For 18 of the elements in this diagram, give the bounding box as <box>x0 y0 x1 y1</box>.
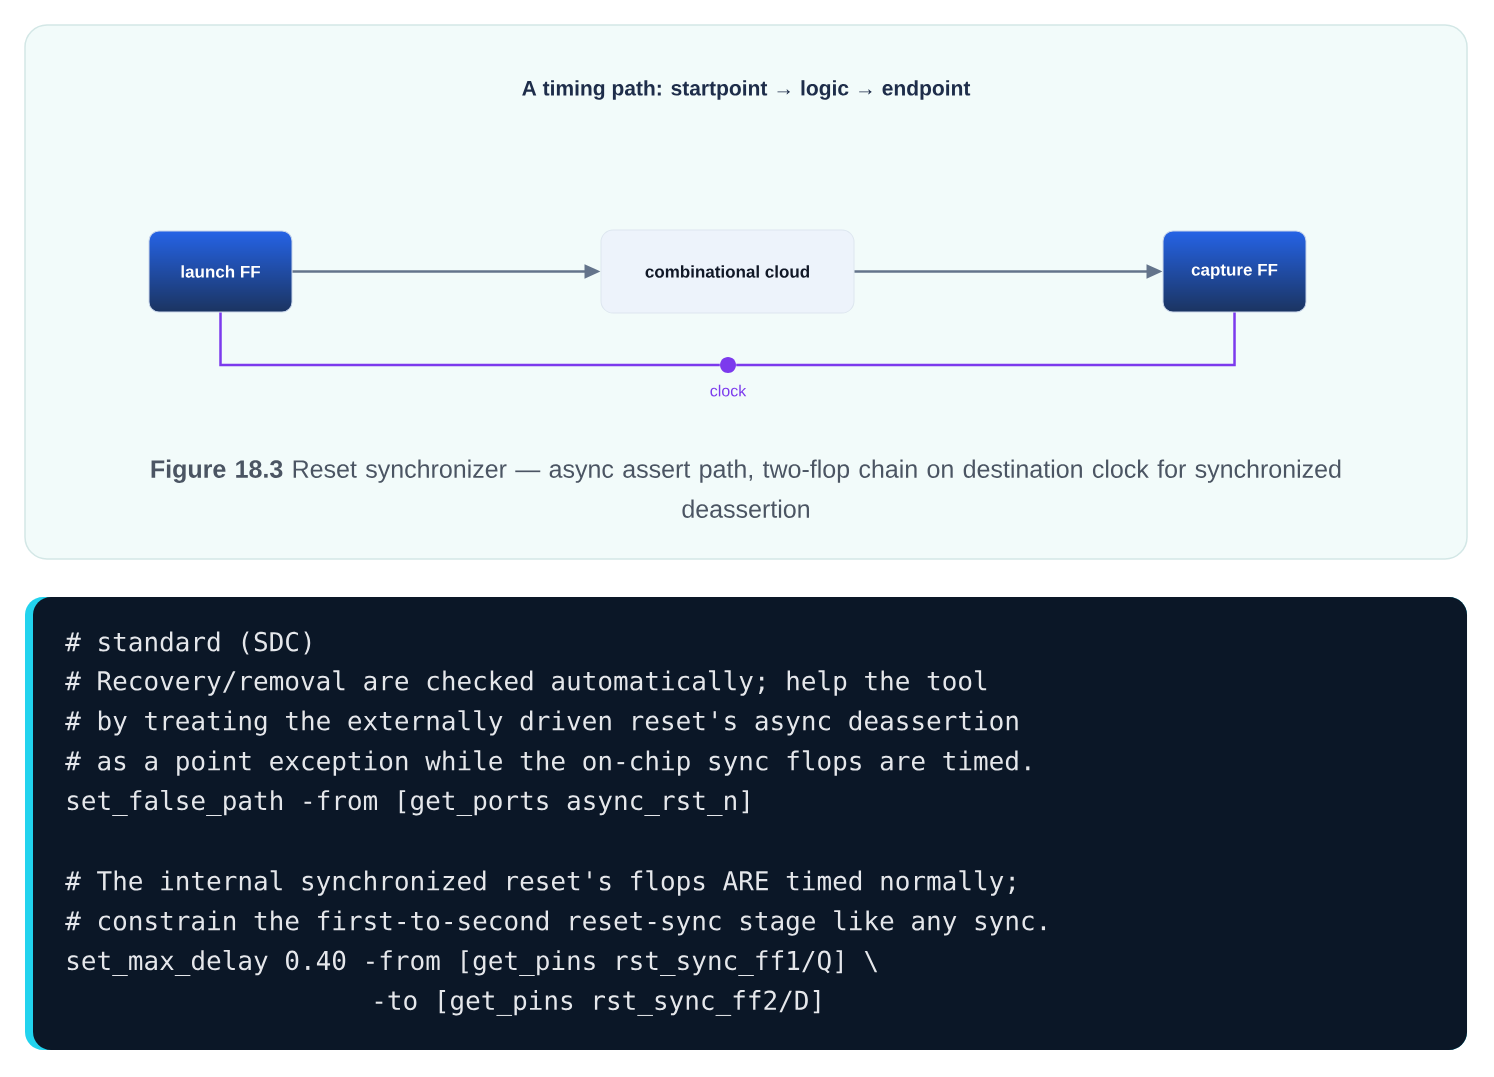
code-line: # by treating the externally driven reset's async deassertion <box>65 710 1018 736</box>
logic-box: combinational cloud <box>600 229 855 314</box>
code-line: set_false_path -from [get_ports async_rst_n] <box>67 790 748 817</box>
flip-flop-box: capture FF <box>1162 230 1307 313</box>
flip-flop-box: launch FF <box>148 230 293 313</box>
clock-line <box>736 312 1236 367</box>
code-line: # constrain the first-to-second reset-sync stage like any sync. <box>65 910 1046 936</box>
code-line: # Recovery/removal are checked automatically; help the tool <box>65 670 987 696</box>
code-line: # as a point exception while the on-chip sync flops are timed. <box>65 750 1030 776</box>
code-line: set_max_delay 0.40 -from [get_pins rst_sync_ff1/Q] \ <box>67 950 878 977</box>
clock-label: clock <box>710 384 747 397</box>
clock-line <box>219 312 720 367</box>
diagram-title: A timing path: startpoint → logic → endpoint <box>522 80 971 100</box>
figure-caption: Figure 18.3 Reset synchronizer — async assert path, two-flop chain on destination clock for synchronized deassertion <box>151 459 1341 518</box>
code-line: -to [get_pins rst_sync_ff2/D] <box>375 990 820 1016</box>
code-line: # standard (SDC) <box>65 631 311 655</box>
clock-dot <box>720 357 736 373</box>
code-line: # The internal synchronized reset's flops ARE timed normally; <box>65 870 1014 896</box>
